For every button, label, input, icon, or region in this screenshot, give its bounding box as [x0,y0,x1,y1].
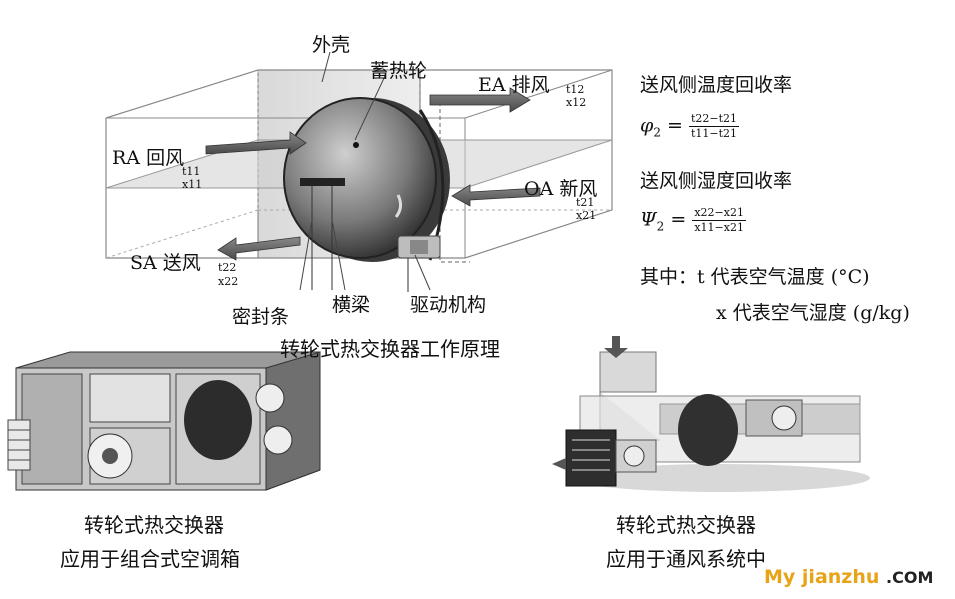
airflow-arrows [205,87,541,261]
label-sa: SA 送风 [130,252,201,274]
left-caption-1: 转轮式热交换器 [84,513,224,537]
label-sa-t: t22 [218,261,237,274]
label-ra-t: t11 [182,165,201,178]
label-drive: 驱动机构 [410,294,487,316]
psi-symbol: Ψ [640,208,657,231]
right-caption-2: 应用于通风系统中 [606,547,766,571]
phi-symbol: φ [640,114,654,137]
psi-denominator: x11−x21 [694,221,744,234]
label-ea-t: t12 [566,83,585,96]
watermark: My jianzhu .COM [764,566,933,588]
drive-mechanism [397,109,445,292]
ventilation-illustration [552,336,870,492]
label-ea-x: x12 [566,96,587,109]
psi-formula: Ψ2 = x22−x21 x11−x21 [640,206,746,235]
label-sa-x: x22 [218,275,239,288]
label-oa-x: x21 [576,209,597,222]
label-oa-t: t21 [576,196,595,209]
label-oa: OA 新风 [524,178,598,200]
right-caption-1: 转轮式热交换器 [616,513,756,537]
psi-equals: = [670,208,687,231]
caption-main: 转轮式热交换器工作原理 [280,337,500,361]
phi-sub: 2 [653,125,661,140]
phi-formula: φ2 = t22−t21 t11−t21 [640,112,740,141]
humidity-recovery-title: 送风侧湿度回收率 [640,170,793,192]
heat-wheel [283,97,450,262]
where-line-1: 其中：t 代表空气温度 (°C) [640,266,870,288]
phi-fraction: t22−t21 t11−t21 [688,112,740,141]
where-line-2: x 代表空气湿度 (g/kg) [716,302,910,324]
label-ra-x: x11 [182,178,203,191]
label-seal-strip: 密封条 [232,306,290,328]
psi-fraction: x22−x21 x11−x21 [692,206,746,235]
seal-and-beam [300,178,345,290]
label-ea: EA 排风 [478,74,550,96]
phi-equals: = [667,114,683,137]
left-caption-2: 应用于组合式空调箱 [60,547,240,571]
psi-numerator: x22−x21 [692,206,746,221]
label-ra: RA 回风 [112,147,185,169]
watermark-my: My [764,566,796,588]
phi-denominator: t11−t21 [690,127,738,140]
label-shell: 外壳 [312,34,351,56]
label-heat-wheel: 蓄热轮 [370,60,428,82]
phi-numerator: t22−t21 [688,112,740,127]
label-beam: 横梁 [332,294,371,316]
watermark-com: .COM [886,568,934,587]
watermark-site: jianzhu [801,566,880,588]
psi-sub: 2 [656,219,665,234]
leader-lines [299,51,431,291]
ahu-illustration [7,351,321,491]
temp-recovery-title: 送风侧温度回收率 [640,74,793,96]
